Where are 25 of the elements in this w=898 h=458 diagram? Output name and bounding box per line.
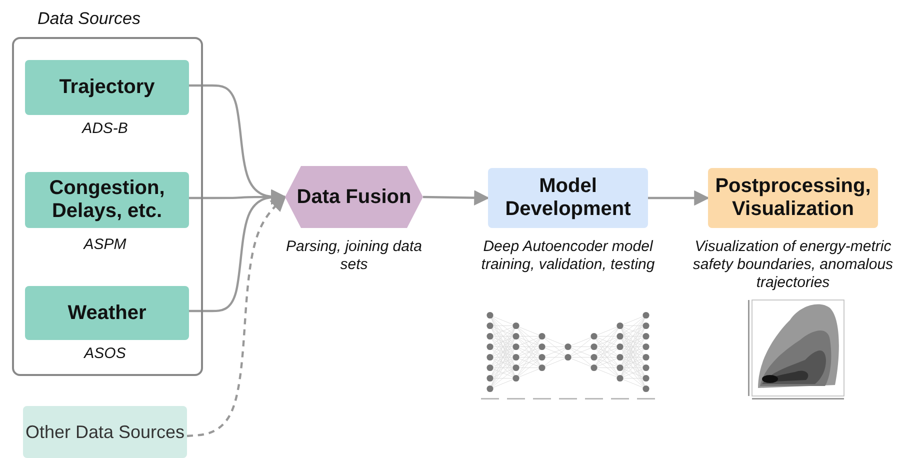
node-label: Other Data Sources	[25, 422, 185, 442]
arrow	[422, 190, 490, 206]
node-caption: Parsing, joining data sets	[285, 238, 423, 274]
node-caption: ASPM	[82, 236, 128, 254]
node-label: Trajectory	[58, 76, 156, 99]
process-box	[708, 168, 878, 228]
node-label: Congestion, Delays, etc.	[48, 177, 166, 223]
node-label: Weather	[66, 302, 148, 324]
source-box	[25, 60, 189, 115]
node-caption: Deep Autoencoder model training, validation, testing	[480, 238, 656, 274]
arrow	[648, 190, 710, 206]
source-box	[23, 406, 187, 458]
node-label: Postprocessing, Visualization	[714, 175, 872, 221]
source-box	[25, 286, 189, 340]
group-heading: Data Sources	[36, 9, 142, 29]
node-caption: ADS-B	[80, 120, 129, 138]
arrow	[186, 196, 286, 438]
node-caption: Visualization of energy-metric safety boundaries, anomalous trajectories	[692, 238, 894, 292]
process-hexagon	[285, 166, 423, 228]
node-caption: ASOS	[82, 345, 127, 363]
node-label: Model Development	[504, 175, 632, 221]
source-box	[25, 172, 189, 228]
node-label: Data Fusion	[296, 186, 412, 208]
arrow	[187, 189, 287, 312]
process-box	[488, 168, 648, 228]
